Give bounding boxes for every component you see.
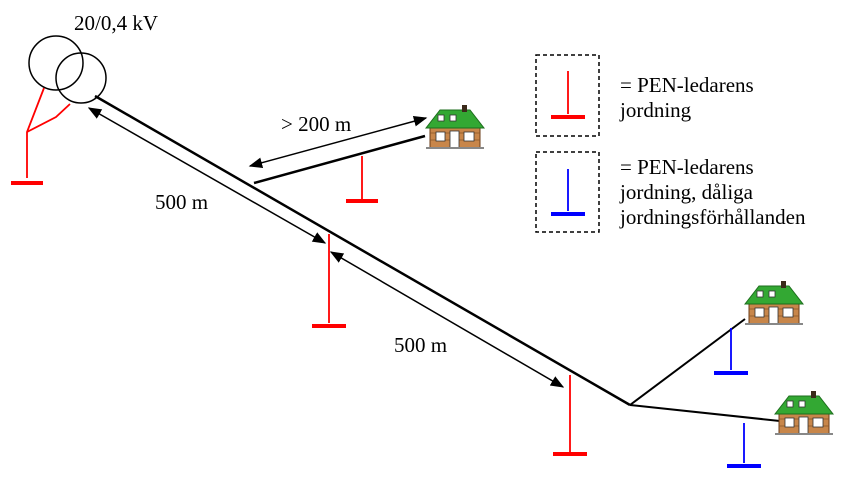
transformer-secondary-coil: [55, 52, 107, 104]
distance-arrow-second-500m: [329, 251, 565, 388]
first-segment-label: 500 m: [155, 190, 208, 214]
distance-arrow-first-500m: [87, 107, 327, 244]
transformer-primary-coil: [28, 35, 84, 91]
legend-good-line1: = PEN-ledarens: [620, 73, 754, 97]
main-line: [94, 94, 631, 407]
earthing-poor-lower: [727, 423, 761, 468]
branch-line: [253, 134, 426, 185]
branch-distance-label: > 200 m: [281, 112, 351, 136]
legend-box-good: [535, 54, 600, 137]
legend-good-line2: jordning: [620, 98, 692, 122]
earthing-mid-branch: [346, 156, 378, 203]
house-icon-upper: [744, 280, 804, 325]
legend-good-description: = PEN-ledarens jordning: [620, 73, 754, 123]
legend-box-poor: [535, 151, 600, 233]
legend-poor-description: = PEN-ledarens jordning, dåliga jordning…: [620, 155, 805, 230]
transformer-earthing: [11, 87, 71, 185]
house-icon-lower: [774, 390, 834, 435]
distance-arrow-branch: [248, 115, 428, 169]
earthing-1000m: [553, 375, 587, 456]
house-icon-branch: [425, 104, 485, 149]
legend-poor-line3: jordningsförhållanden: [620, 205, 806, 229]
transformer-symbol: [28, 35, 107, 104]
legend-poor-line1: = PEN-ledarens: [620, 155, 754, 179]
second-segment-label: 500 m: [394, 333, 447, 357]
end-branch-lower: [629, 404, 781, 422]
earthing-500m: [312, 234, 346, 328]
transformer-label: 20/0,4 kV: [74, 11, 158, 35]
legend-red-earthing-icon: [551, 71, 585, 119]
earthing-poor-upper: [714, 328, 748, 375]
legend-poor-line2: jordning, dåliga: [620, 180, 753, 204]
legend-blue-earthing-icon: [551, 169, 585, 216]
end-branch-upper: [629, 318, 746, 406]
